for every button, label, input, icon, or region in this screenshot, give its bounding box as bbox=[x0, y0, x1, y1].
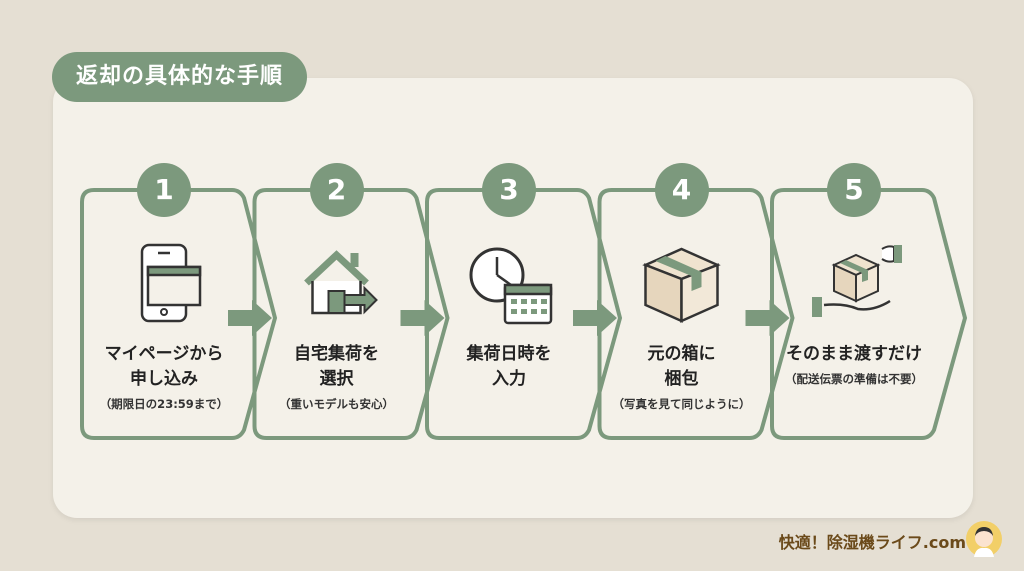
step-title-line2: 申し込み bbox=[130, 369, 198, 389]
step-title-line1: マイページから bbox=[104, 344, 224, 364]
house-arrow-icon bbox=[304, 250, 378, 315]
arrow-right-icon bbox=[745, 300, 790, 336]
arrow-right-icon bbox=[228, 300, 272, 336]
step-number-badge: 3 bbox=[482, 163, 536, 217]
step-title-line1: そのまま渡すだけ bbox=[786, 344, 922, 364]
avatar bbox=[966, 521, 1002, 557]
step-title-line1: 元の箱に bbox=[647, 344, 716, 364]
step-card-outline bbox=[425, 188, 623, 440]
step-note: （写真を見て同じように） bbox=[612, 397, 751, 411]
step-note: （配送伝票の準備は不要） bbox=[785, 372, 923, 386]
step-number-badge: 4 bbox=[654, 163, 709, 217]
step-label: 集荷日時を入力 bbox=[419, 342, 599, 392]
step-card-outline bbox=[80, 188, 278, 440]
step-title-line2: 選択 bbox=[319, 369, 354, 389]
step-card-outline bbox=[770, 188, 968, 440]
arrow-right-icon bbox=[573, 300, 617, 336]
step-card-outline bbox=[252, 188, 450, 440]
step-number-badge: 1 bbox=[137, 163, 191, 217]
step-title-line1: 自宅集荷を bbox=[294, 344, 379, 364]
hand-box-icon bbox=[812, 245, 902, 317]
step-label: マイページから申し込み （期限日の23:59まで） bbox=[74, 342, 254, 413]
step-note: （重いモデルも安心） bbox=[279, 397, 394, 411]
step-label: 自宅集荷を選択 （重いモデルも安心） bbox=[247, 342, 427, 413]
step-title-line1: 集荷日時を bbox=[466, 344, 552, 364]
page-title: 返却の具体的な手順 bbox=[52, 52, 308, 102]
arrow-right-icon bbox=[400, 300, 445, 336]
step-number-badge: 5 bbox=[827, 163, 881, 217]
step-title-line2: 梱包 bbox=[664, 369, 699, 389]
box-icon bbox=[642, 247, 721, 323]
step-number-badge: 2 bbox=[309, 163, 364, 217]
step-card-outline bbox=[597, 188, 795, 440]
step-label: そのまま渡すだけ （配送伝票の準備は不要） bbox=[764, 342, 944, 388]
step-label: 元の箱に梱包 （写真を見て同じように） bbox=[592, 342, 772, 413]
smartphone-icon bbox=[140, 243, 202, 323]
brand-name: 快適！除湿機ライフ.com bbox=[778, 533, 966, 552]
step-title-line2: 入力 bbox=[492, 369, 526, 389]
step-note: （期限日の23:59まで） bbox=[99, 397, 229, 411]
clock-calendar-icon bbox=[469, 247, 553, 325]
